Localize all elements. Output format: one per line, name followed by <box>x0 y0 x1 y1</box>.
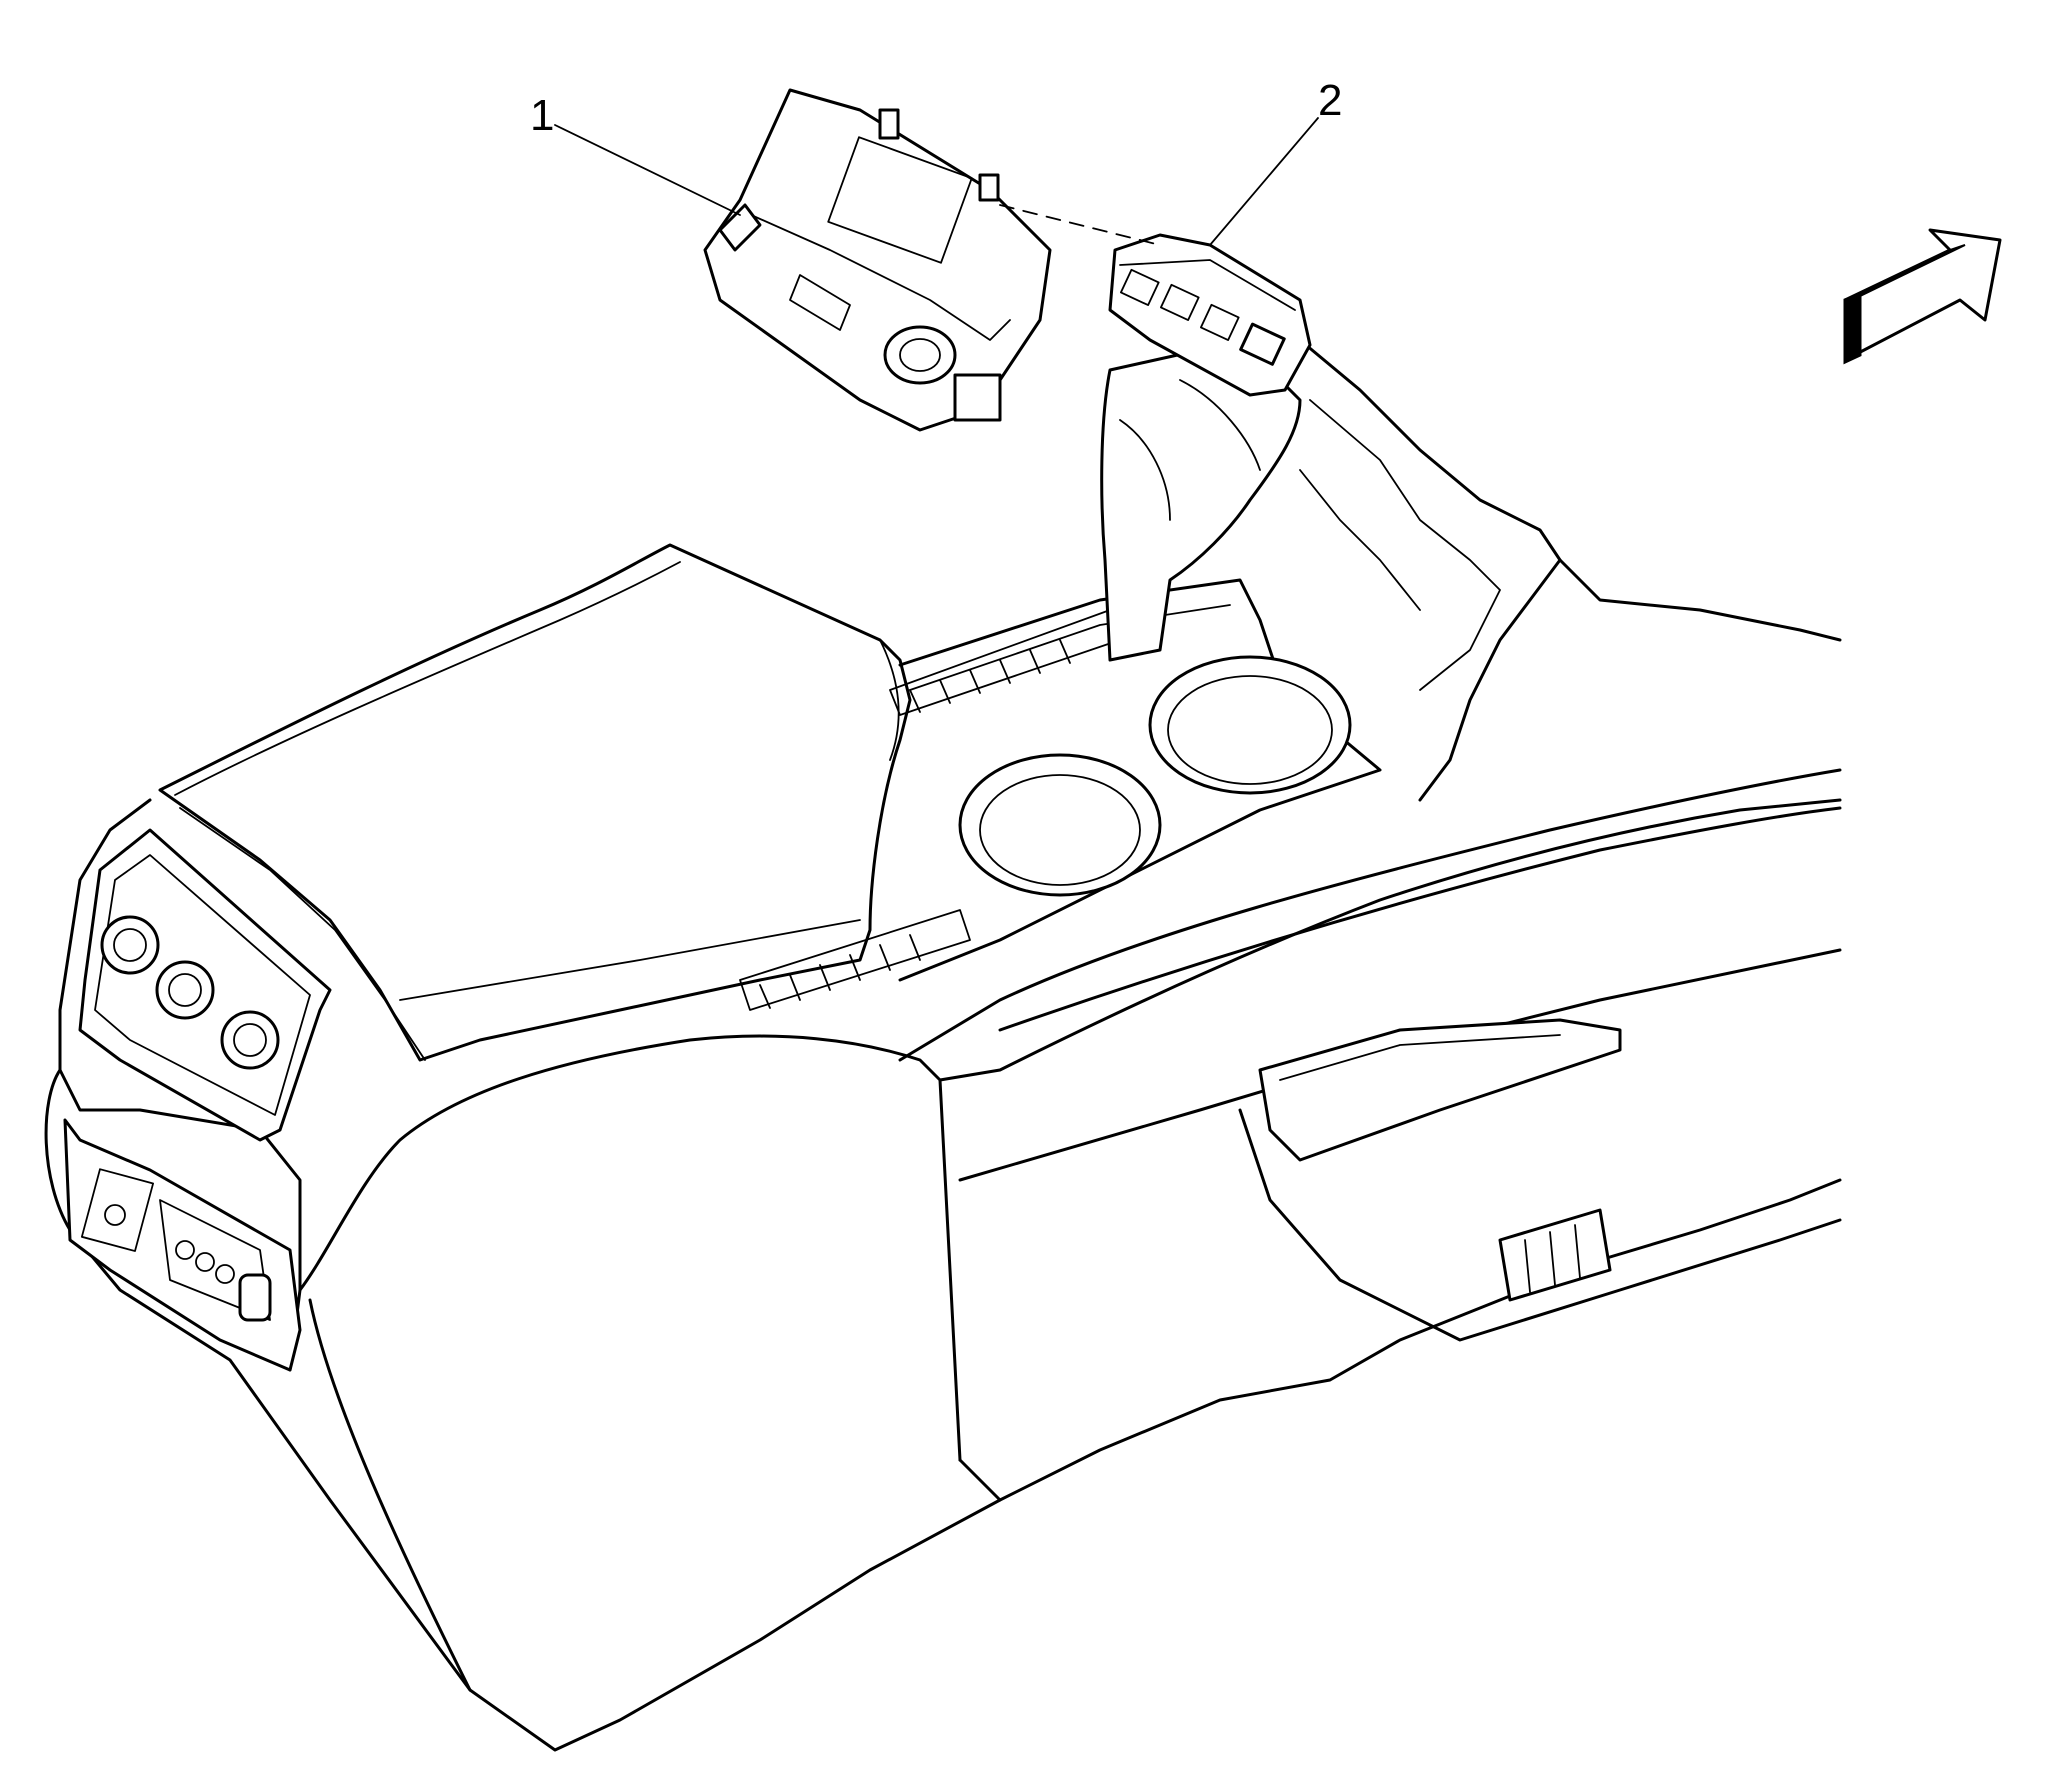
module-knob-icon <box>883 325 957 385</box>
console-body <box>44 768 1842 1752</box>
side-storage-bin <box>1238 1018 1842 1342</box>
cup-holder-rear-icon <box>1148 655 1352 795</box>
switch-button-1-icon <box>1120 268 1160 307</box>
rear-control-panel <box>78 828 332 1142</box>
usb-port-icon <box>238 1273 272 1322</box>
part-1-accessory-module <box>703 88 1052 432</box>
assembly-dashed-line <box>999 204 1161 246</box>
callout-2-label: 2 <box>1318 76 1342 125</box>
rear-knob-3-icon <box>220 1010 280 1070</box>
console-top-tray <box>739 578 1382 1011</box>
shift-lever <box>1100 348 1302 662</box>
rear-knob-2-icon <box>155 960 215 1020</box>
module-connector-icon <box>878 108 900 140</box>
switch-button-2-icon <box>1160 283 1200 322</box>
part-2-switch-module <box>1108 233 1312 397</box>
callout-1-label: 1 <box>530 91 554 140</box>
cup-holder-front-icon <box>958 753 1162 897</box>
rear-knob-1-icon <box>100 915 160 975</box>
callout-1-leader <box>554 124 741 216</box>
callout-2-leader <box>1209 117 1319 246</box>
rear-outlet-panel <box>63 1118 302 1372</box>
armrest <box>158 543 912 1062</box>
power-outlet-icon <box>104 1204 126 1226</box>
instrument-panel-extension <box>1298 338 1842 802</box>
side-vent-icon <box>1498 1208 1612 1302</box>
switch-button-3-icon <box>1200 303 1240 342</box>
front-direction-arrow-icon <box>1843 228 2002 365</box>
